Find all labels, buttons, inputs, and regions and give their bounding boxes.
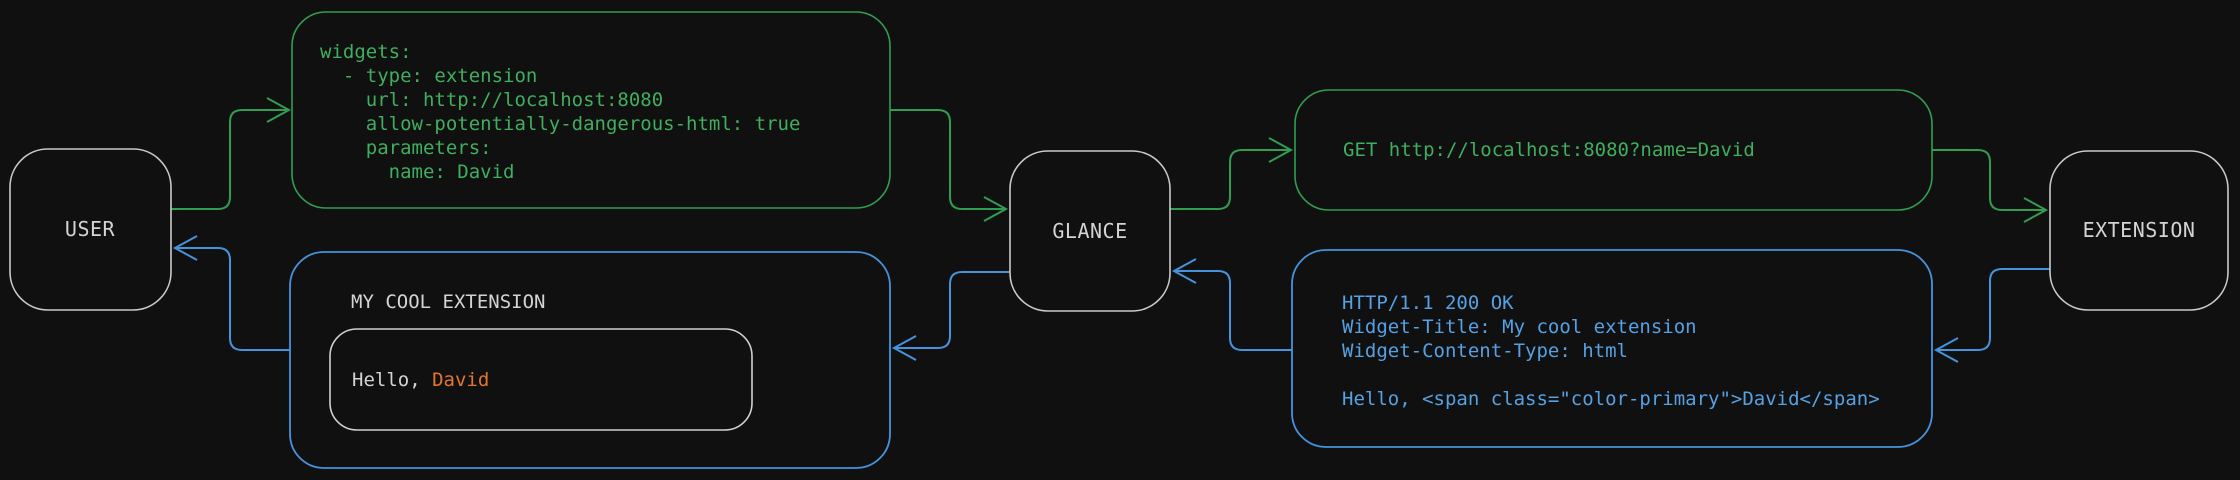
- config-yaml-line: url: http://localhost:8080: [320, 89, 663, 111]
- config-yaml-line: allow-potentially-dangerous-html: true: [320, 113, 800, 135]
- config-yaml-line: widgets:: [320, 41, 412, 63]
- http-response-line: Widget-Title: My cool extension: [1342, 316, 1697, 338]
- arrow-glance-to-request: [1170, 137, 1294, 210]
- config-yaml-line: - type: extension: [320, 65, 537, 87]
- user-node-label: USER: [65, 217, 116, 241]
- arrow-extension-to-response: [1933, 268, 2050, 363]
- extension-node-box: [2049, 150, 2229, 311]
- widget-title: MY COOL EXTENSION: [351, 291, 545, 313]
- glance-node-box: [1009, 150, 1171, 312]
- http-request-text: GET http://localhost:8080?name=David: [1343, 139, 1755, 161]
- widget-inner-box: [329, 328, 753, 431]
- config-yaml-code: widgets: - type: extension url: http://l…: [320, 41, 800, 183]
- user-node-box: [9, 148, 172, 311]
- arrow-response-to-glance: [1171, 258, 1292, 351]
- extension-node-label: EXTENSION: [2083, 218, 2196, 242]
- http-response-code: HTTP/1.1 200 OK Widget-Title: My cool ex…: [1342, 292, 1880, 410]
- arrow-request-to-extension: [1932, 149, 2049, 223]
- arrow-user-to-config: [171, 97, 292, 210]
- http-response-line: Hello, <span class="color-primary">David…: [1342, 388, 1880, 410]
- http-request-box: [1294, 89, 1933, 211]
- config-yaml-line: parameters:: [320, 137, 492, 159]
- arrow-config-to-glance: [890, 109, 1009, 222]
- config-yaml-line: name: David: [320, 161, 514, 183]
- arrow-glance-to-widget: [891, 271, 1010, 361]
- arrow-widget-to-user: [172, 235, 290, 351]
- http-response-line: Widget-Content-Type: html: [1342, 340, 1628, 362]
- glance-node-label: GLANCE: [1052, 219, 1127, 243]
- widget-greeting: Hello, David: [352, 369, 489, 391]
- widget-greeting-prefix: Hello,: [352, 369, 432, 391]
- http-response-box: [1291, 249, 1933, 448]
- widget-preview-box: [289, 251, 891, 469]
- config-yaml-box: [291, 11, 891, 209]
- http-response-line: HTTP/1.1 200 OK: [1342, 292, 1514, 314]
- widget-greeting-name: David: [432, 369, 489, 391]
